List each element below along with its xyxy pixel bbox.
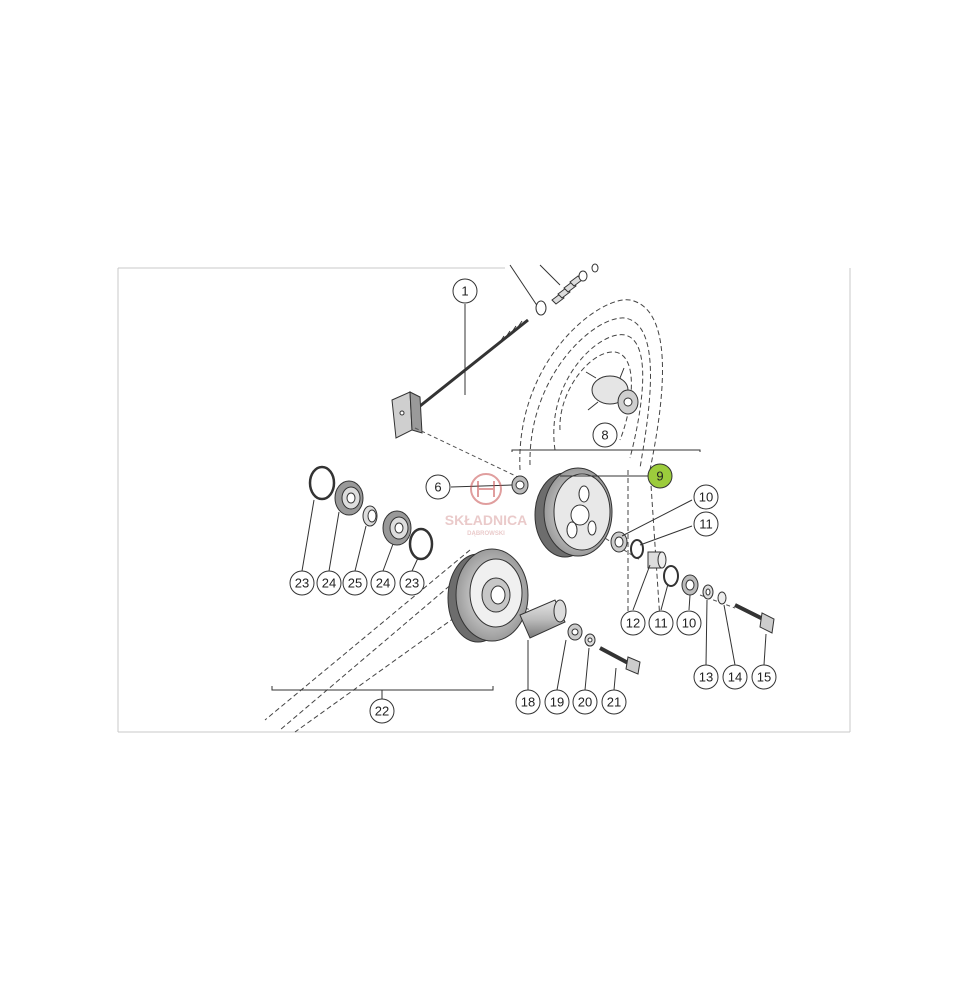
callout-label: 13 xyxy=(699,670,713,685)
callout-label: 15 xyxy=(757,670,771,685)
callout-label: 23 xyxy=(405,576,419,591)
sprocket-hub xyxy=(585,367,639,415)
washer-13 xyxy=(702,584,714,600)
bearing-10b xyxy=(681,574,699,596)
callout-label: 19 xyxy=(550,695,564,710)
callout-c24a[interactable]: 24 xyxy=(316,570,342,596)
callout-c12[interactable]: 12 xyxy=(620,610,646,636)
callout-c20[interactable]: 20 xyxy=(572,689,598,715)
frame-lines xyxy=(117,267,851,733)
callout-c10b[interactable]: 10 xyxy=(676,610,702,636)
callout-c22[interactable]: 22 xyxy=(369,698,395,724)
washer-6 xyxy=(511,475,529,495)
callout-c11a[interactable]: 11 xyxy=(693,511,719,537)
snap-ring-11b xyxy=(663,565,679,587)
callout-label: 8 xyxy=(601,428,608,443)
callout-label: 11 xyxy=(699,517,713,532)
leader-lines xyxy=(301,304,767,691)
callout-label: 1 xyxy=(461,284,468,299)
callout-c8[interactable]: 8 xyxy=(592,422,618,448)
washer-14 xyxy=(717,591,727,605)
callout-label: 20 xyxy=(578,695,592,710)
callout-label: 10 xyxy=(682,616,696,631)
callout-label: 10 xyxy=(699,490,713,505)
callout-c24b[interactable]: 24 xyxy=(370,570,396,596)
callout-c10a[interactable]: 10 xyxy=(693,484,719,510)
callout-c11b[interactable]: 11 xyxy=(648,610,674,636)
watermark-logo-icon xyxy=(470,473,502,505)
pulley-lower xyxy=(447,548,529,643)
callout-c25[interactable]: 25 xyxy=(342,570,368,596)
callout-label: 6 xyxy=(434,480,441,495)
left-bearing-set xyxy=(308,465,434,561)
callout-label: 25 xyxy=(348,576,362,591)
callout-c19[interactable]: 19 xyxy=(544,689,570,715)
callout-label: 23 xyxy=(295,576,309,591)
callout-c21[interactable]: 21 xyxy=(601,689,627,715)
watermark-brand: SKŁADNICA xyxy=(445,512,527,528)
callout-c9[interactable]: 9 xyxy=(647,463,673,489)
spring-assembly xyxy=(509,263,599,316)
bolt-15 xyxy=(734,603,775,634)
callout-c6[interactable]: 6 xyxy=(425,474,451,500)
washer-20 xyxy=(584,633,596,647)
group-bracket-22 xyxy=(271,686,494,700)
shaft-bushing xyxy=(519,599,567,639)
group-bracket-8 xyxy=(511,449,701,452)
pulley-upper xyxy=(534,467,613,558)
callout-c15[interactable]: 15 xyxy=(751,664,777,690)
callout-label: 24 xyxy=(322,576,336,591)
callout-label: 24 xyxy=(376,576,390,591)
callout-c23b[interactable]: 23 xyxy=(399,570,425,596)
tension-rod xyxy=(391,318,529,439)
callout-c14[interactable]: 14 xyxy=(722,664,748,690)
callout-c1[interactable]: 1 xyxy=(452,278,478,304)
callout-label: 18 xyxy=(521,695,535,710)
callout-label: 14 xyxy=(728,670,742,685)
callout-label: 22 xyxy=(375,704,389,719)
callout-label: 21 xyxy=(607,695,621,710)
callout-label: 11 xyxy=(654,616,668,631)
spring-coil xyxy=(551,275,583,305)
snap-ring-11a xyxy=(630,539,644,559)
callout-label: 9 xyxy=(656,469,663,484)
bolt-21 xyxy=(599,646,641,675)
callout-c13[interactable]: 13 xyxy=(693,664,719,690)
callout-c18[interactable]: 18 xyxy=(515,689,541,715)
watermark-sub: DĄBROWSKI xyxy=(467,531,505,537)
drive-belt xyxy=(264,299,663,733)
washer-19 xyxy=(567,623,583,641)
bearing-10a xyxy=(610,531,628,553)
watermark: SKŁADNICA DĄBROWSKI xyxy=(445,473,527,537)
callout-c23a[interactable]: 23 xyxy=(289,570,315,596)
callout-label: 12 xyxy=(626,616,640,631)
spacer-12 xyxy=(647,551,667,569)
